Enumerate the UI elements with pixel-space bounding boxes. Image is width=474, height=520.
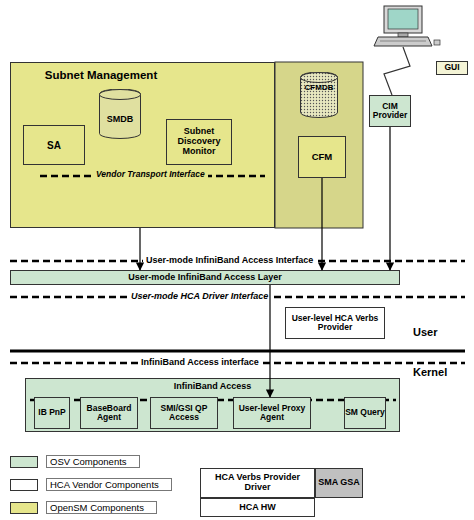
subsystem-box: Subnet ManagementSA SMDB Subnet Discovery … bbox=[10, 62, 275, 228]
node-text: User-level HCA Verbs Provider bbox=[286, 314, 384, 333]
legend-swatch bbox=[10, 479, 38, 491]
legend-text: HCA Vendor Components bbox=[46, 478, 172, 491]
component-box: CIM Provider bbox=[369, 95, 411, 127]
interface-label: InfiniBand Access interface bbox=[138, 357, 262, 367]
user-kernel-boundary bbox=[10, 350, 465, 353]
node-text: CIM Provider bbox=[370, 102, 410, 121]
legend-text: OSV Components bbox=[46, 455, 140, 468]
node-text: BaseBoard Agent bbox=[81, 404, 137, 423]
gui-box: GUI bbox=[436, 61, 468, 75]
connector-arrow bbox=[389, 127, 390, 270]
node-text: SMDB bbox=[107, 115, 134, 125]
node-text: HCA HW bbox=[239, 503, 276, 513]
component-box: User-level Proxy Agent bbox=[233, 397, 311, 429]
network-link bbox=[384, 47, 410, 95]
legend-swatch bbox=[10, 456, 38, 468]
computer-icon bbox=[374, 6, 440, 46]
interface-label: User-mode HCA Driver Interface bbox=[128, 291, 271, 301]
interface-label: Vendor Transport Interface bbox=[93, 170, 208, 180]
cfm-panel bbox=[275, 62, 363, 228]
group-title: Subnet Management bbox=[11, 69, 191, 81]
component-box: HCA Verbs Provider Driver bbox=[200, 468, 315, 498]
database-cylinder: SMDB bbox=[99, 89, 141, 139]
layer-band: User-mode InfiniBand Access Layer bbox=[10, 270, 400, 285]
cylinder-top bbox=[301, 73, 338, 83]
node-text: SA bbox=[47, 140, 61, 151]
cylinder-outline bbox=[99, 89, 141, 139]
connector-arrow bbox=[321, 178, 322, 270]
component-box: SM Query bbox=[344, 397, 386, 429]
access-dashed-line bbox=[30, 399, 396, 402]
node-text: CFMDB bbox=[305, 84, 334, 93]
group-title: InfiniBand Access bbox=[26, 381, 399, 391]
node-text: SMA GSA bbox=[318, 478, 360, 488]
component-box: BaseBoard Agent bbox=[80, 397, 138, 429]
node-text: SMI/GSI QP Access bbox=[151, 404, 217, 423]
node-text: Subnet Discovery Monitor bbox=[167, 127, 231, 157]
connector-arrow bbox=[269, 285, 270, 397]
interface-label: User bbox=[410, 326, 440, 339]
legend-swatch bbox=[10, 502, 38, 514]
node-text: GUI bbox=[444, 63, 459, 72]
node-text: CFM bbox=[312, 152, 333, 162]
legend-text: OpenSM Components bbox=[46, 501, 157, 514]
interface-label: User-mode InfiniBand Access Interface bbox=[143, 255, 316, 265]
interface-label: Kernel bbox=[410, 366, 450, 379]
node-text: SM Query bbox=[345, 408, 385, 417]
cylinder-body bbox=[100, 89, 141, 139]
cylinder-body bbox=[301, 72, 338, 118]
node-text: IB PnP bbox=[38, 408, 65, 417]
component-box: IB PnP bbox=[34, 397, 70, 429]
database-cylinder: CFMDB bbox=[300, 72, 338, 118]
subsystem-box: InfiniBand Access IB PnP BaseBoard Agent SM… bbox=[25, 378, 400, 432]
component-box: HCA HW bbox=[200, 498, 315, 517]
component-box: User-level HCA Verbs Provider bbox=[285, 307, 385, 339]
node-text: HCA Verbs Provider Driver bbox=[201, 473, 314, 493]
cylinder-outline bbox=[300, 72, 338, 118]
component-box: SA bbox=[23, 125, 85, 165]
component-box: CFM bbox=[298, 136, 346, 178]
component-box: Subnet Discovery Monitor bbox=[166, 119, 232, 165]
component-box: SMA GSA bbox=[315, 468, 363, 498]
connector-arrow bbox=[139, 228, 140, 270]
node-text: User-mode InfiniBand Access Layer bbox=[128, 273, 282, 283]
node-text: User-level Proxy Agent bbox=[234, 404, 310, 423]
component-box: SMI/GSI QP Access bbox=[150, 397, 218, 429]
cylinder-top bbox=[100, 90, 141, 100]
